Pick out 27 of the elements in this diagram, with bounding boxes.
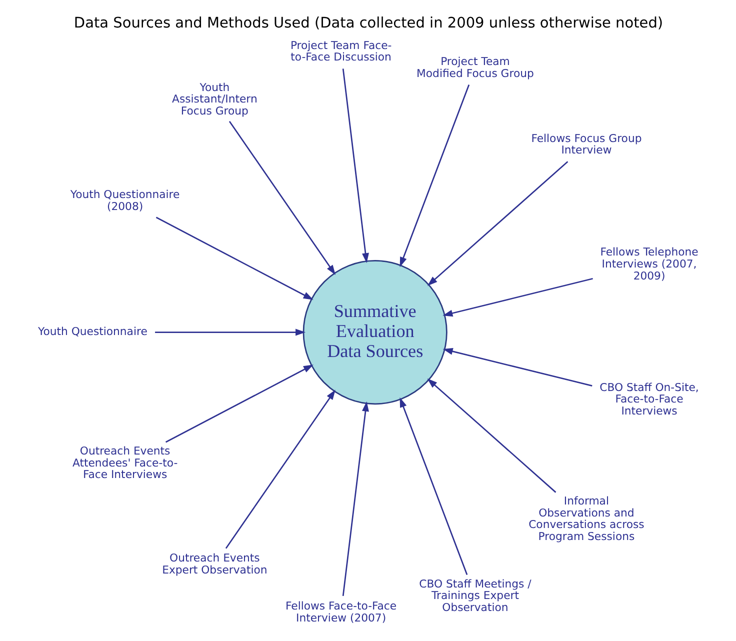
node-text: CBO Staff Meetings / Trainings Expert Observation	[418, 577, 531, 614]
node-text: Fellows Focus Group Interview	[530, 132, 642, 157]
arrow	[155, 216, 313, 300]
arrow	[224, 390, 335, 549]
node-text: Youth Questionnaire (2008)	[70, 188, 180, 213]
node-text: Informal Observations and Conversations across Program Sessions	[528, 494, 644, 544]
arrow	[342, 68, 368, 264]
arrow	[442, 278, 592, 317]
node-text: Fellows Face-to-Face Interview (2007)	[285, 600, 396, 624]
arrow	[426, 161, 568, 286]
arrow	[399, 84, 470, 268]
diagram-title: Data Sources and Methods Used (Data collected in 2009 unless otherwise noted)	[73, 15, 663, 32]
arrow	[442, 348, 592, 386]
node-text: Youth Questionnaire	[38, 325, 147, 338]
node-text: Outreach Events Expert Observation	[162, 552, 267, 576]
node-text: Project Team Modified Focus Group	[416, 55, 534, 80]
node-text: Fellows Telephone Interviews (2007, 2009)	[600, 246, 698, 282]
arrow	[228, 120, 336, 275]
arrow	[399, 397, 468, 575]
arrow	[154, 328, 306, 336]
node-text: Project Team Face-to-Face Discussion	[290, 38, 392, 64]
node-text: CBO Staff On-Site, Face-to-Face Interviews	[599, 380, 698, 418]
node-text: Outreach Events Attendees' Face-to-Face Interviews	[72, 444, 178, 482]
node-text: Youth Assistant/Intern Focus Group	[172, 80, 257, 118]
arrow	[342, 401, 368, 596]
arrow	[164, 364, 313, 443]
arrow	[426, 378, 556, 493]
